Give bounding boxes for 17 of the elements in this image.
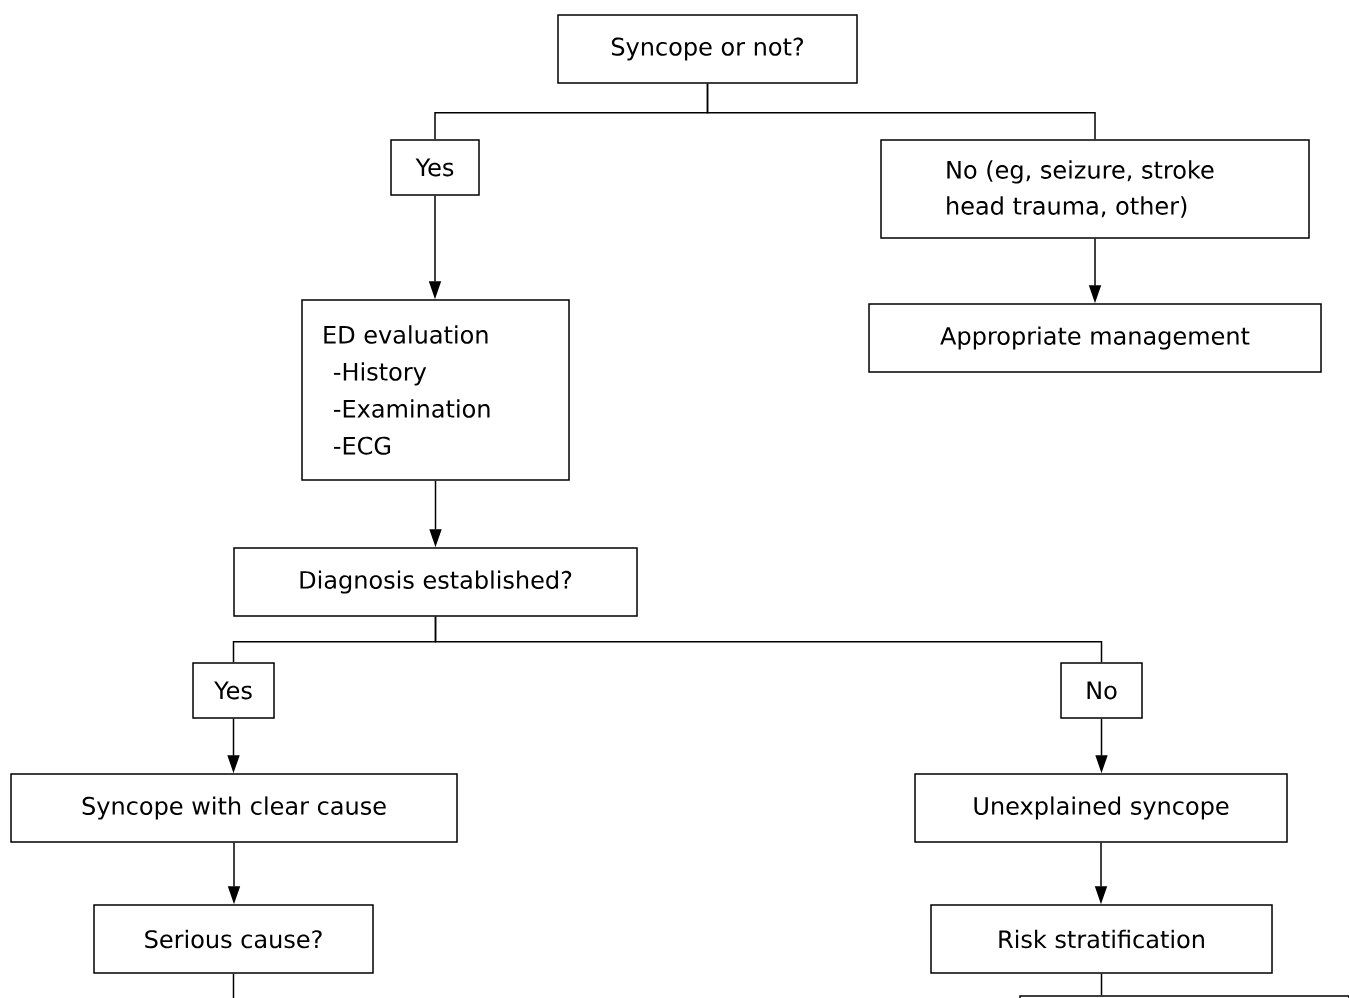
process-box <box>1019 995 1349 998</box>
process-box: No (eg, seizure, stroke head trauma, other) <box>880 139 1310 239</box>
process-box: ED evaluation -History -Examination -ECG <box>301 299 570 481</box>
process-box: Serious cause? <box>93 904 374 974</box>
process-box: Syncope or not? <box>557 14 858 84</box>
process-box: Syncope with clear cause <box>10 773 458 843</box>
connector-line <box>1100 973 1103 996</box>
answer-box: Yes <box>192 662 275 719</box>
answer-box: Yes <box>390 139 480 196</box>
answer-box: No <box>1060 662 1143 719</box>
process-box: Diagnosis established? <box>233 547 638 617</box>
connector-line <box>232 973 235 998</box>
process-box: Risk stratification <box>930 904 1273 974</box>
process-box: Unexplained syncope <box>914 773 1288 843</box>
process-box: Appropriate management <box>868 303 1322 373</box>
connector-line <box>434 616 1103 663</box>
connector-line <box>706 83 1096 140</box>
